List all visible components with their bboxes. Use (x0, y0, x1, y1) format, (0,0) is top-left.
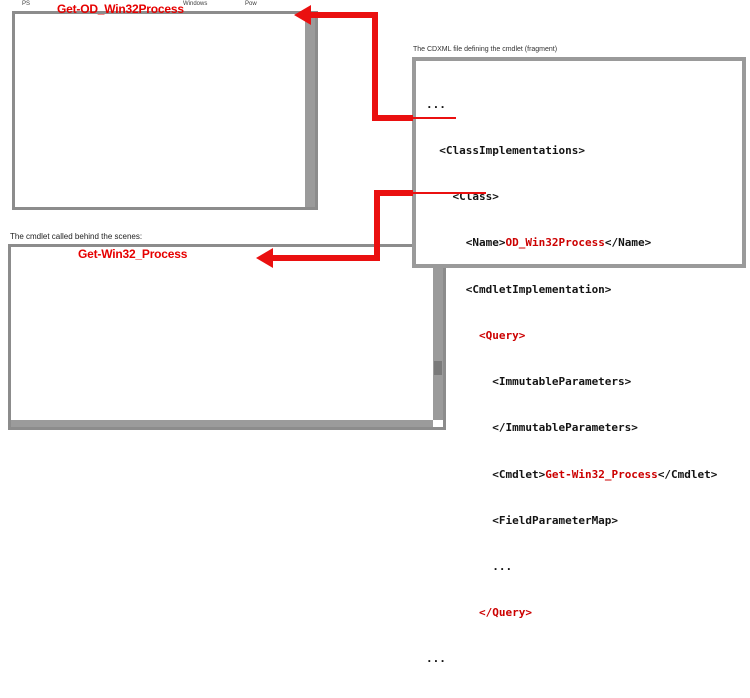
bottom-console-window (8, 244, 446, 430)
top-console-window (12, 11, 318, 210)
title-fragment: Windows (183, 1, 208, 7)
xml-line: ... (426, 652, 446, 666)
xml-line-cmdlet: <Cmdlet>Get-Win32_Process</Cmdlet> (426, 467, 718, 481)
cdxml-caption: The CDXML file defining the cmdlet (frag… (413, 46, 558, 53)
xml-line: <CmdletImplementation> (426, 282, 612, 296)
bottom-console-command-annotation: Get-Win32_Process (78, 247, 188, 261)
bottom-console-hscrollbar (11, 420, 433, 427)
scrollbar-thumb (434, 361, 442, 375)
top-console-command-annotation: Get-OD_Win32Process (57, 2, 184, 16)
xml-highlight-query-open: <Query> (478, 328, 526, 342)
title-fragment: Pow (245, 1, 257, 7)
xml-line: <Query> (426, 328, 742, 343)
xml-line: </Query> (426, 605, 742, 620)
xml-highlight-cmdlet-name: Get-Win32_Process (545, 467, 658, 481)
top-console-scrollbar (305, 14, 315, 207)
xml-line: <ClassImplementations> (426, 144, 585, 158)
bottom-console-scrollbar (433, 247, 443, 420)
bottom-console-caption: The cmdlet called behind the scenes: (10, 232, 143, 241)
title-fragment: PS (22, 1, 31, 7)
xml-line: <ImmutableParameters> (426, 375, 632, 389)
xml-line-name: <Name>OD_Win32Process</Name> (426, 236, 652, 250)
xml-highlight-class-name: OD_Win32Process (505, 236, 605, 250)
xml-line: <FieldParameterMap> (426, 513, 619, 527)
cdxml-code: ... <ClassImplementations> <Class> <Name… (426, 66, 742, 698)
xml-line: ... (426, 97, 446, 111)
cdxml-code-panel: ... <ClassImplementations> <Class> <Name… (412, 57, 746, 665)
xml-line: </ImmutableParameters> (426, 421, 638, 435)
xml-line: <Class> (426, 190, 499, 204)
xml-line: ... (426, 560, 513, 573)
xml-highlight-query-close: </Query> (478, 606, 532, 620)
